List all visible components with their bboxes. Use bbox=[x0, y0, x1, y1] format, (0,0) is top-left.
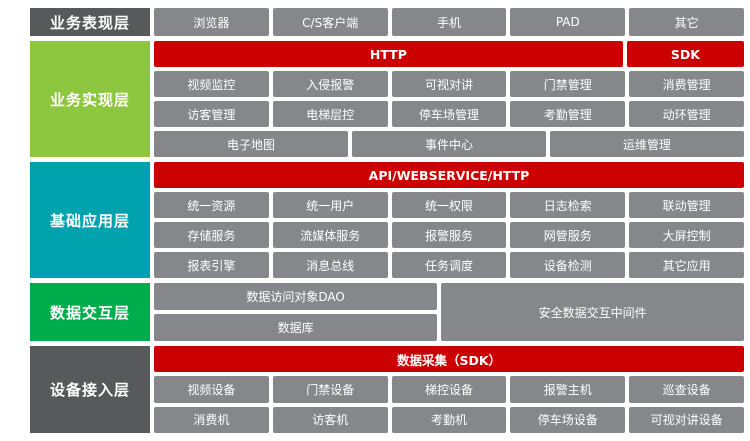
block-consumption-machine: 消费机 bbox=[154, 406, 269, 433]
band-data-interaction: 数据交互层 数据访问对象DAO 数据库 安全数据交互中间件 bbox=[30, 283, 744, 341]
block-access-control-mgmt: 门禁管理 bbox=[510, 71, 626, 97]
block-access-control-device: 门禁设备 bbox=[272, 376, 388, 403]
block-env-monitoring-mgmt: 动环管理 bbox=[629, 101, 744, 127]
block-elevator-control: 电梯层控 bbox=[272, 101, 388, 127]
block-database: 数据库 bbox=[154, 314, 438, 341]
band-device-access: 设备接入层 数据采集（SDK） 视频设备 门禁设备 梯控设备 报警主机 巡查设备… bbox=[30, 346, 744, 433]
layer-label-device-access: 设备接入层 bbox=[30, 346, 150, 433]
block-parking-device: 停车场设备 bbox=[510, 406, 626, 433]
block-unified-user: 统一用户 bbox=[272, 192, 388, 218]
block-message-bus: 消息总线 bbox=[272, 252, 388, 278]
block-alarm-service: 报警服务 bbox=[391, 222, 507, 248]
layer-label-business-implementation: 业务实现层 bbox=[30, 41, 150, 157]
block-linkage-mgmt: 联动管理 bbox=[629, 192, 744, 218]
block-e-map: 电子地图 bbox=[154, 131, 348, 157]
block-other-terminal: 其它 bbox=[629, 8, 744, 36]
block-network-mgmt-service: 网管服务 bbox=[510, 222, 626, 248]
layer-label-basic-application: 基础应用层 bbox=[30, 162, 150, 278]
block-video-intercom: 可视对讲 bbox=[391, 71, 507, 97]
block-ops-mgmt: 运维管理 bbox=[550, 131, 744, 157]
block-unified-resource: 统一资源 bbox=[154, 192, 269, 218]
band-business-implementation: 业务实现层 HTTP SDK 视频监控 入侵报警 可视对讲 门禁管理 消费管理 … bbox=[30, 41, 744, 157]
block-alarm-host: 报警主机 bbox=[510, 376, 626, 403]
block-consumption-mgmt: 消费管理 bbox=[629, 71, 744, 97]
block-secure-data-middleware: 安全数据交互中间件 bbox=[441, 283, 744, 341]
block-cs-client: C/S客户端 bbox=[272, 8, 388, 36]
layer-label-business-presentation: 业务表现层 bbox=[30, 8, 150, 36]
block-visitor-mgmt: 访客管理 bbox=[154, 101, 269, 127]
block-mobile: 手机 bbox=[391, 8, 507, 36]
api-webservice-http-bar: API/WEBSERVICE/HTTP bbox=[154, 162, 744, 188]
block-report-engine: 报表引擎 bbox=[154, 252, 269, 278]
block-device-detection: 设备检测 bbox=[510, 252, 626, 278]
sdk-bar: SDK bbox=[626, 41, 744, 67]
band-basic-application: 基础应用层 API/WEBSERVICE/HTTP 统一资源 统一用户 统一权限… bbox=[30, 162, 744, 278]
block-video-wall-control: 大屏控制 bbox=[629, 222, 744, 248]
block-pad: PAD bbox=[510, 8, 626, 36]
block-streaming-service: 流媒体服务 bbox=[272, 222, 388, 248]
block-video-intercom-device: 可视对讲设备 bbox=[629, 406, 744, 433]
block-task-scheduling: 任务调度 bbox=[391, 252, 507, 278]
block-other-apps: 其它应用 bbox=[629, 252, 744, 278]
layer-label-data-interaction: 数据交互层 bbox=[30, 283, 150, 341]
block-video-device: 视频设备 bbox=[154, 376, 269, 403]
data-collection-sdk-bar: 数据采集（SDK） bbox=[154, 346, 744, 373]
block-unified-permission: 统一权限 bbox=[391, 192, 507, 218]
block-event-center: 事件中心 bbox=[352, 131, 546, 157]
block-intrusion-alarm: 入侵报警 bbox=[272, 71, 388, 97]
block-parking-mgmt: 停车场管理 bbox=[391, 101, 507, 127]
block-log-search: 日志检索 bbox=[510, 192, 626, 218]
block-patrol-device: 巡查设备 bbox=[629, 376, 744, 403]
block-attendance-mgmt: 考勤管理 bbox=[510, 101, 626, 127]
block-attendance-machine: 考勤机 bbox=[391, 406, 507, 433]
block-browser: 浏览器 bbox=[154, 8, 269, 36]
block-storage-service: 存储服务 bbox=[154, 222, 269, 248]
block-elevator-control-device: 梯控设备 bbox=[391, 376, 507, 403]
block-visitor-machine: 访客机 bbox=[272, 406, 388, 433]
band-business-presentation: 业务表现层 浏览器 C/S客户端 手机 PAD 其它 bbox=[30, 8, 744, 36]
http-bar: HTTP bbox=[154, 41, 623, 67]
block-video-surveillance: 视频监控 bbox=[154, 71, 269, 97]
block-dao: 数据访问对象DAO bbox=[154, 283, 438, 310]
